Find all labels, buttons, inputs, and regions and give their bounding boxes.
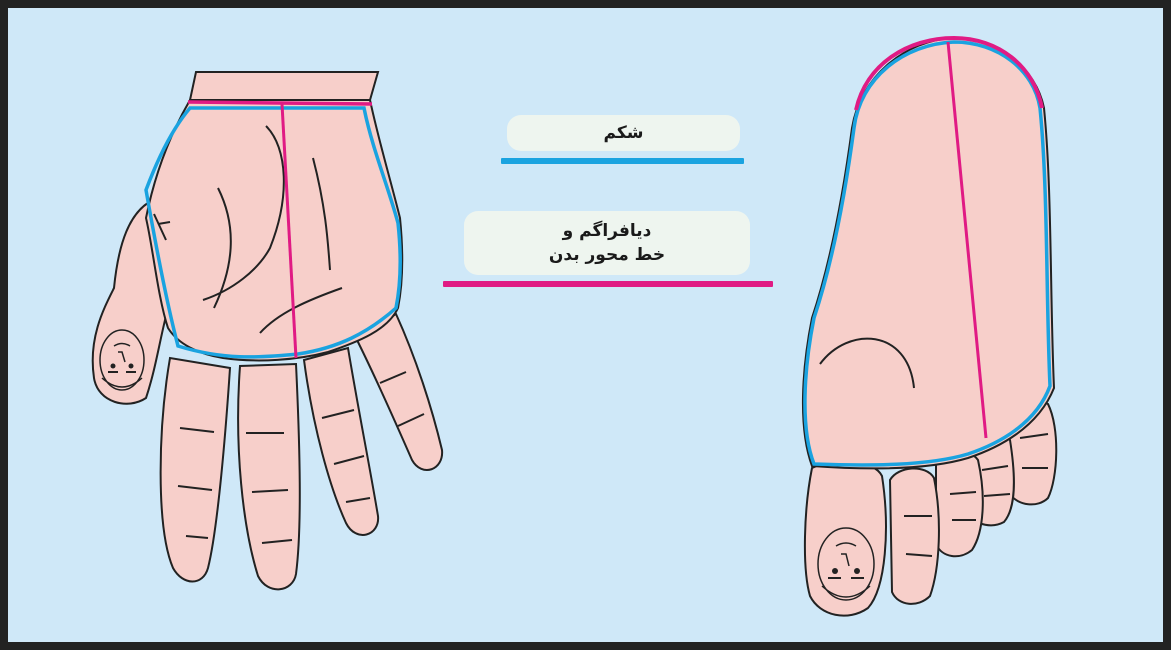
diaphragm-label-line2: خط محور بدن [549, 243, 665, 267]
sole [803, 38, 1054, 468]
ring-finger [238, 364, 300, 589]
face-icon [818, 528, 874, 600]
diaphragm-legend-label: دیافراگم و خط محور بدن [464, 211, 750, 275]
diaphragm-legend-line [443, 281, 773, 287]
middle-finger [304, 348, 378, 535]
face-icon [100, 330, 144, 390]
foot-sole-icon [803, 38, 1056, 616]
hand-palm-icon [93, 72, 442, 589]
diaphragm-label-line1: دیافراگم و [563, 219, 652, 243]
hand-diaphragm-line [188, 102, 372, 104]
wrist [190, 72, 378, 100]
abdomen-legend-label: شکم [507, 115, 740, 151]
abdomen-label-text: شکم [604, 123, 644, 143]
reflexology-illustration [8, 8, 1163, 642]
third-toe [936, 450, 983, 556]
index-finger [356, 314, 442, 470]
second-toe [890, 468, 939, 603]
little-finger [161, 358, 230, 582]
abdomen-legend-line [501, 158, 744, 164]
